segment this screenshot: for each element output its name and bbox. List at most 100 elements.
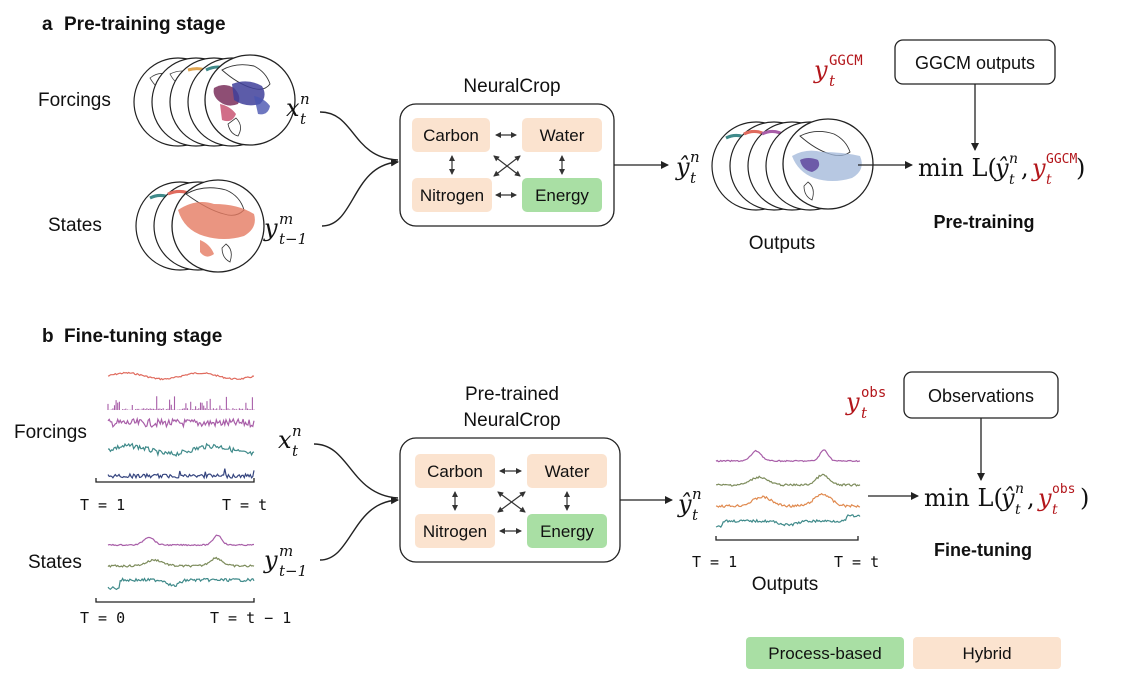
svg-text:,: ,	[1027, 484, 1035, 512]
svg-text:ŷ: ŷ	[994, 154, 1009, 182]
nitrogen-label-a: Nitrogen	[420, 186, 484, 205]
forcing-time-bracket	[95, 478, 255, 483]
forcings-label-a: Forcings	[38, 90, 111, 111]
output-symbol-b: ŷ n t	[677, 485, 702, 524]
energy-label-b: Energy	[540, 522, 594, 541]
svg-text:t: t	[1046, 172, 1052, 188]
svg-text:t: t	[1015, 502, 1021, 518]
legend-process-based-swatch	[746, 637, 904, 669]
forcing-flow-curve-b	[313, 443, 399, 499]
nitrogen-label-b: Nitrogen	[423, 522, 487, 541]
outputs-globe-stack	[711, 118, 874, 211]
model-title-b-line2: NeuralCrop	[463, 410, 560, 431]
forcing-time-end: T = t	[222, 496, 267, 514]
output-time-start: T = 1	[692, 553, 737, 571]
ggcm-outputs-label: GGCM outputs	[915, 53, 1035, 73]
state-flow-curve-b	[319, 496, 399, 561]
panel-a-title: Pre-training stage	[64, 14, 226, 35]
forcing-time-start: T = 1	[80, 496, 125, 514]
loss-expression-a: min L( ŷ n t , y GGCM t )	[918, 151, 1085, 188]
state-time-end: T = t − 1	[210, 609, 291, 627]
input-state-symbol-b: y m t−1	[263, 542, 307, 580]
output-time-end: T = t	[834, 553, 879, 571]
forcing-series-temperature	[107, 371, 255, 381]
state-series-1	[107, 534, 254, 547]
output-symbol-a: ŷ n t	[675, 148, 700, 187]
carbon-module-b	[415, 454, 495, 488]
water-module-b	[527, 454, 607, 488]
outputs-label-b: Outputs	[752, 574, 819, 595]
svg-text:y: y	[845, 388, 860, 416]
svg-text:m: m	[279, 210, 293, 228]
pretraining-caption: Pre-training	[933, 212, 1034, 232]
svg-text:y: y	[813, 56, 828, 84]
svg-text:x: x	[286, 94, 300, 122]
svg-text:y: y	[263, 546, 278, 574]
input-forcing-symbol-a: x n t	[286, 90, 310, 128]
legend-process-based-label: Process-based	[768, 644, 881, 663]
svg-text:m: m	[279, 542, 293, 560]
module-interaction-arrows-a	[449, 132, 565, 198]
output-series-2	[715, 473, 861, 487]
svg-text:ŷ: ŷ	[1000, 484, 1015, 512]
svg-text:t: t	[300, 110, 307, 128]
state-timeseries-group	[107, 534, 255, 591]
nitrogen-module-b	[415, 514, 495, 548]
svg-text:t: t	[690, 169, 697, 187]
forcing-series-precipitation	[107, 396, 255, 410]
svg-text:t: t	[1009, 172, 1015, 188]
finetuning-caption: Fine-tuning	[934, 540, 1032, 560]
svg-text:n: n	[1015, 481, 1024, 497]
panel-b-title: Fine-tuning stage	[64, 326, 222, 347]
water-module-a	[522, 118, 602, 152]
forcing-series-humidity	[107, 442, 255, 457]
states-label-b: States	[28, 552, 82, 573]
carbon-label-a: Carbon	[423, 126, 479, 145]
legend-hybrid-swatch	[913, 637, 1061, 669]
legend-hybrid-label: Hybrid	[962, 644, 1011, 663]
svg-text:n: n	[300, 90, 310, 108]
forcing-series-radiation	[107, 416, 255, 429]
svg-text:GGCM: GGCM	[1046, 152, 1077, 167]
target-symbol-a: y GGCM t	[813, 53, 863, 90]
state-time-bracket	[95, 598, 255, 603]
svg-text:n: n	[1009, 151, 1018, 167]
module-interaction-arrows-b	[452, 468, 570, 534]
svg-text:n: n	[292, 422, 302, 440]
state-series-2	[107, 556, 255, 568]
svg-text:t−1: t−1	[279, 230, 307, 248]
states-label-a: States	[48, 215, 102, 236]
forcings-globe-stack	[133, 54, 296, 147]
svg-text:,: ,	[1021, 154, 1029, 182]
svg-text:y: y	[263, 214, 278, 242]
energy-module-a	[522, 178, 602, 212]
input-forcing-symbol-b: x n t	[278, 422, 302, 460]
svg-text:x: x	[278, 426, 292, 454]
output-series-1	[715, 449, 861, 463]
model-title-b-line1: Pre-trained	[465, 384, 559, 405]
svg-text:t: t	[861, 404, 868, 422]
output-time-bracket	[715, 536, 859, 541]
state-series-3	[107, 577, 255, 591]
svg-text:t: t	[829, 72, 836, 90]
loss-expression-b: min L( ŷ n t , y obs t )	[924, 481, 1089, 518]
energy-label-a: Energy	[535, 186, 589, 205]
svg-text:t: t	[292, 442, 299, 460]
svg-text:y: y	[1031, 154, 1046, 182]
forcing-series-wind	[107, 468, 255, 480]
forcing-timeseries-group	[107, 371, 255, 480]
nitrogen-module-a	[412, 178, 492, 212]
input-state-symbol-a: y m t−1	[263, 210, 307, 248]
panel-a-letter: a	[42, 14, 53, 35]
svg-text:obs: obs	[1052, 482, 1075, 497]
forcings-label-b: Forcings	[14, 422, 87, 443]
model-title-a: NeuralCrop	[463, 76, 560, 97]
svg-text:min L(: min L(	[924, 484, 1003, 512]
svg-text:ŷ: ŷ	[675, 153, 690, 181]
output-series-3	[715, 492, 861, 509]
water-label-a: Water	[540, 126, 585, 145]
carbon-module-a	[412, 118, 490, 152]
svg-text:n: n	[690, 148, 700, 166]
svg-text:ŷ: ŷ	[677, 490, 692, 518]
